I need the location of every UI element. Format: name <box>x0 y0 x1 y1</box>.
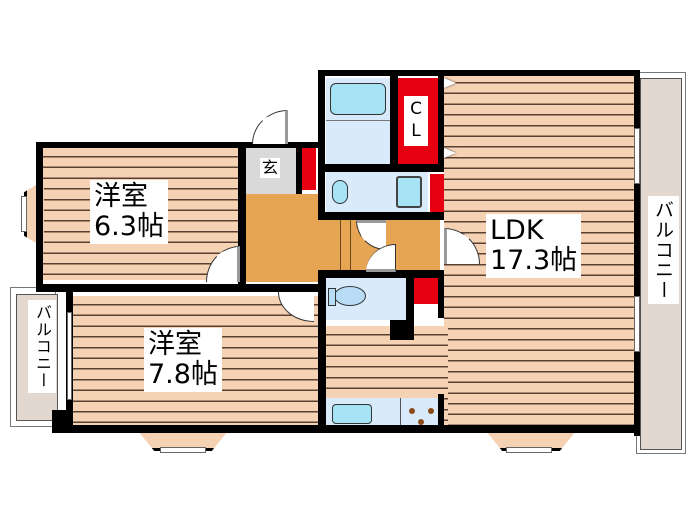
closet-label-l: L <box>411 121 421 141</box>
wall <box>390 70 398 170</box>
wall <box>296 148 302 194</box>
wall <box>52 425 640 433</box>
wall <box>318 164 444 172</box>
closet-door-marker[interactable] <box>444 148 456 158</box>
wall <box>318 70 640 76</box>
hallway-line <box>350 220 351 270</box>
western-room-1-size: 6.3帖 <box>94 211 164 243</box>
western-room-2-name: 洋室 <box>148 329 202 360</box>
counter-divider <box>400 398 401 430</box>
wall <box>438 70 444 170</box>
entrance-label: 玄 <box>260 158 281 178</box>
wall <box>318 270 444 278</box>
wall <box>390 320 414 340</box>
bay-window-bottom-left-glass[interactable] <box>160 447 206 453</box>
western-room-2-label: 洋室 7.8帖 <box>144 328 222 393</box>
bathroom-divider <box>326 120 390 121</box>
room2-window[interactable] <box>67 312 72 400</box>
balcony-right-label: バルコニー <box>648 196 679 304</box>
ldk-size: 17.3帖 <box>490 245 578 277</box>
wall <box>36 142 318 148</box>
wall <box>238 142 246 288</box>
bay-window-left-glass[interactable] <box>21 196 27 232</box>
wall <box>36 284 326 292</box>
wall <box>36 142 43 292</box>
bathtub-icon <box>330 83 386 115</box>
bay-window-bottom-right-glass[interactable] <box>506 447 552 453</box>
wall <box>52 410 72 432</box>
sink-icon <box>332 404 372 424</box>
wall <box>318 270 326 430</box>
wall <box>438 394 444 430</box>
toilet-tank-icon <box>328 288 336 306</box>
wall <box>438 278 444 318</box>
shoe-cabinet[interactable] <box>302 148 316 190</box>
closet-door-marker[interactable] <box>444 78 456 88</box>
ldk-label: LDK 17.3帖 <box>486 214 582 279</box>
wall <box>318 70 325 220</box>
washbasin-icon <box>332 180 348 204</box>
closet-label-c: C <box>404 96 428 146</box>
ldk-window-upper[interactable] <box>634 128 640 184</box>
stove-burner-icon <box>418 419 424 425</box>
wall <box>634 70 640 436</box>
balcony-left-label: バルコニー <box>28 300 56 393</box>
ldk-window-lower[interactable] <box>634 296 640 352</box>
hallway <box>246 194 320 282</box>
wall <box>406 278 414 340</box>
storage-small[interactable] <box>414 278 438 304</box>
stove-burner-icon <box>428 408 434 414</box>
ldk-name: LDK <box>490 215 544 246</box>
linen-storage[interactable] <box>430 174 444 214</box>
wall <box>318 212 444 220</box>
entrance-door[interactable] <box>252 110 288 144</box>
western-room-1-label: 洋室 6.3帖 <box>90 180 168 245</box>
hallway-line <box>340 220 341 270</box>
toilet-icon <box>334 286 366 306</box>
stove-burner-icon <box>409 408 415 414</box>
western-room-1-name: 洋室 <box>94 181 148 212</box>
western-room-2-size: 7.8帖 <box>148 359 218 391</box>
washing-machine-icon <box>396 176 422 208</box>
